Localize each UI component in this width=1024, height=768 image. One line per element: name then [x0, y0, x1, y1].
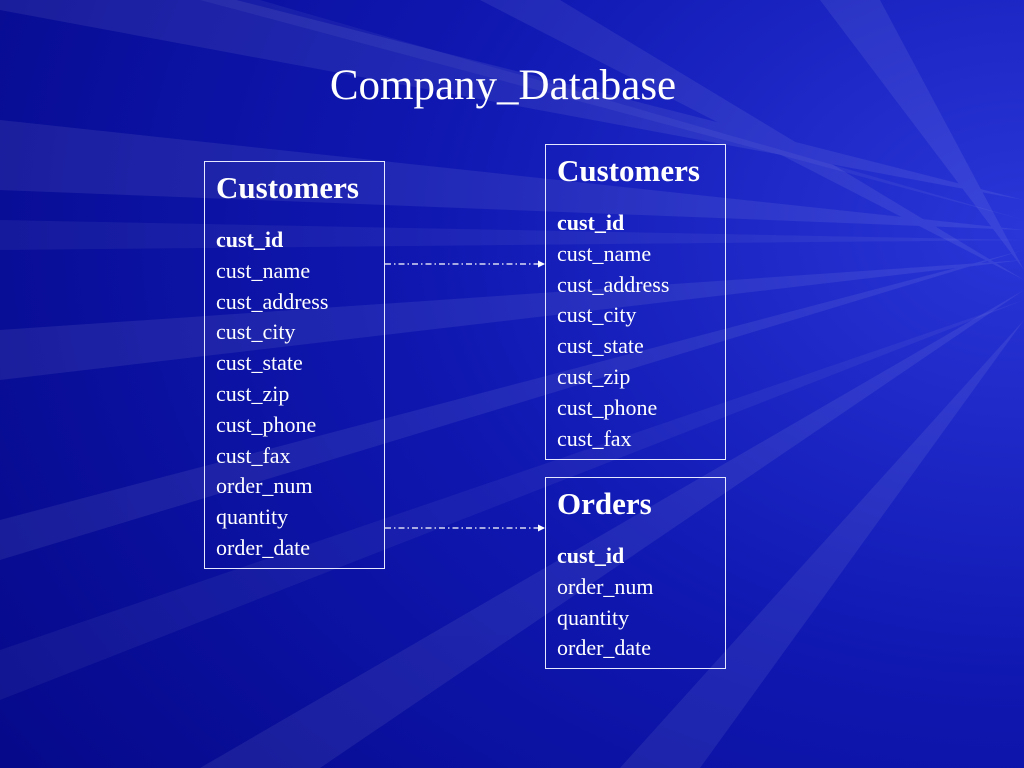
field-cust-state: cust_state	[557, 333, 644, 359]
field-cust-state: cust_state	[216, 350, 303, 376]
field-cust-id: cust_id	[557, 210, 625, 235]
field-order-num: order_num	[557, 573, 654, 599]
page-title: Company_Database	[329, 62, 677, 109]
field-cust-name: cust_name	[557, 240, 652, 266]
field-cust-address: cust_address	[557, 271, 670, 297]
table-orders: Orders cust_id order_num quantity order_dat…	[545, 477, 726, 669]
field-cust-fax: cust_fax	[557, 425, 632, 451]
table-title: Customers	[557, 153, 700, 188]
field-order-num: order_num	[216, 473, 313, 499]
field-cust-id: cust_id	[557, 543, 625, 568]
field-cust-name: cust_name	[216, 257, 311, 283]
field-list: cust_id order_num quantity order_date	[557, 541, 654, 664]
field-cust-phone: cust_phone	[557, 394, 658, 420]
field-cust-city: cust_city	[216, 319, 296, 345]
field-cust-zip: cust_zip	[557, 363, 631, 389]
field-order-date: order_date	[216, 534, 311, 560]
field-cust-fax: cust_fax	[216, 442, 291, 468]
field-cust-address: cust_address	[216, 288, 329, 314]
table-title: Orders	[557, 486, 652, 521]
field-quantity: quantity	[216, 504, 289, 530]
table-title: Customers	[216, 170, 359, 205]
field-cust-city: cust_city	[557, 302, 637, 328]
field-quantity: quantity	[557, 604, 630, 630]
field-order-date: order_date	[557, 635, 652, 661]
field-cust-phone: cust_phone	[216, 411, 317, 437]
field-cust-zip: cust_zip	[216, 380, 290, 406]
field-cust-id: cust_id	[216, 227, 284, 252]
